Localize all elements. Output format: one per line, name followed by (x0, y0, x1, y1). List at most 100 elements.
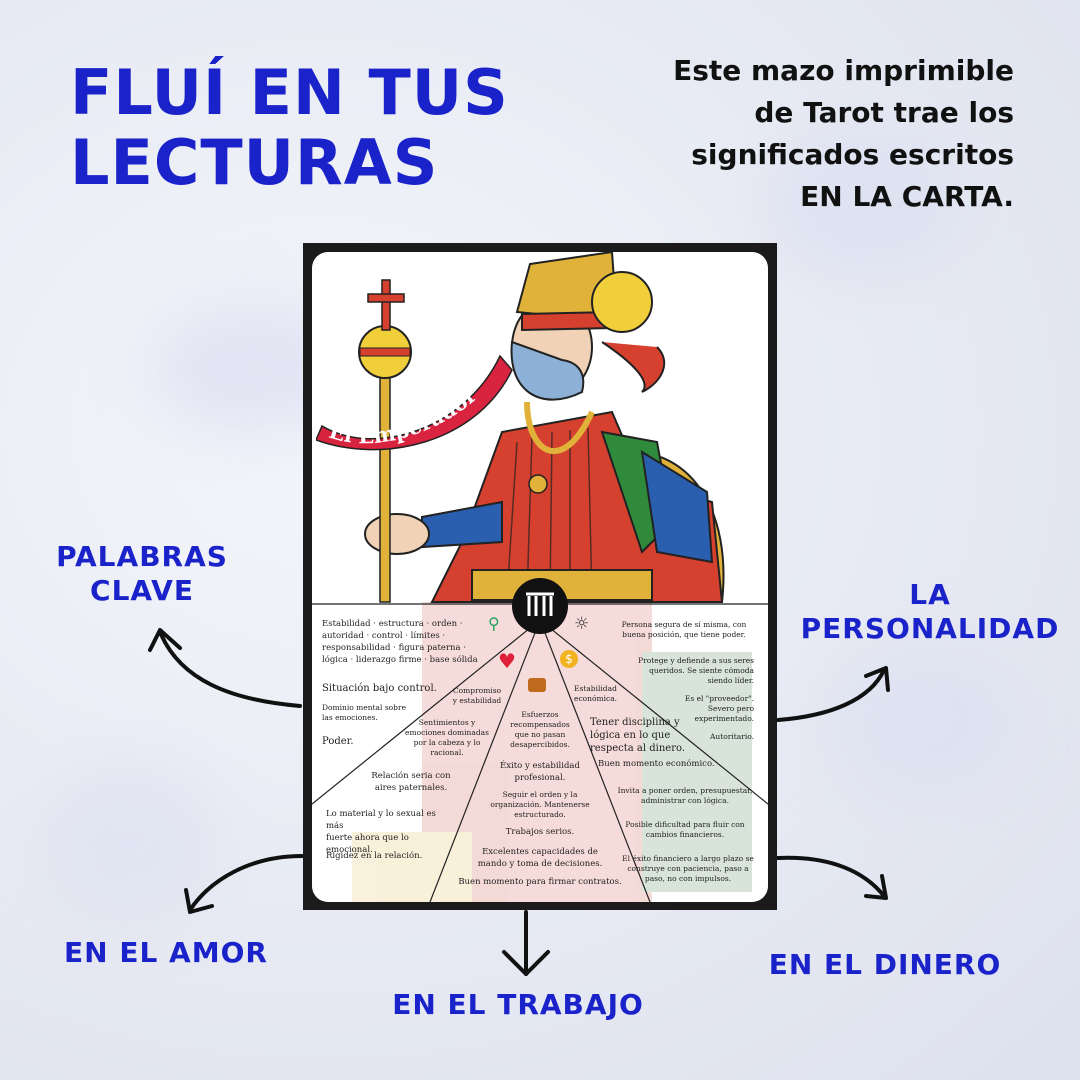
background-spot (820, 640, 1020, 800)
work-text: Esfuerzos recompensados que no pasan des… (502, 710, 578, 750)
personality-arrow (776, 668, 886, 722)
love-border-line (312, 619, 541, 805)
money-line: respecta al dinero. (590, 743, 686, 754)
work-arrowhead (502, 950, 550, 976)
tarot-card: El Emperador ⚲ ♥ $ ☼ Estabilidad · estru… (312, 252, 768, 902)
meanings-diagram (312, 578, 768, 902)
faded-detail (642, 652, 752, 892)
work-text: Seguir el orden y la organización. Mante… (480, 790, 600, 820)
keywords-summary: Poder. (322, 736, 354, 747)
keywords-summary-line: las emociones. (322, 713, 378, 722)
work-line: Éxito y estabilidad (500, 761, 580, 771)
keywords-arrowhead (148, 628, 182, 652)
love-line: Relación seria con (371, 771, 451, 781)
personality-text: Protege y defiende a sus seres queridos.… (612, 656, 754, 686)
love-label: EN EL AMOR (64, 936, 268, 969)
money-text: Posible dificultad para fluir con cambio… (612, 820, 758, 840)
hat-ribbon (601, 341, 666, 393)
love-line: Compromiso (452, 686, 502, 695)
gold-chain (524, 401, 595, 454)
keywords-magnifier-icon: ⚲ (488, 614, 500, 633)
keywords-label-line: PALABRAS (56, 540, 228, 573)
keywords-line: autoridad · control · límites · (322, 631, 446, 641)
keywords-summary: Dominio mental sobre las emociones. (322, 703, 422, 723)
love-text: Lo material y lo sexual es más fuerte ah… (326, 808, 456, 856)
personality-text: Persona segura de sí misma, con buena po… (608, 620, 760, 640)
personality-line: Es el "proveedor". (684, 694, 754, 703)
personality-line: buena posición, que tiene poder. (622, 630, 746, 639)
background-spot (40, 760, 220, 920)
work-line: que no pasan (514, 730, 566, 739)
love-line: fuerte ahora que lo emocional. (326, 833, 409, 855)
work-right-line (539, 619, 651, 902)
keywords-text: Estabilidad · estructura · orden · autor… (322, 618, 482, 666)
money-line: Posible dificultad para fluir con (625, 820, 745, 829)
love-line: y estabilidad (452, 696, 502, 705)
keywords-line: responsabilidad · figura paterna · (322, 643, 466, 653)
page-title: FLUÍ EN TUS LECTURAS (70, 58, 509, 198)
personality-line: siendo líder. (707, 676, 754, 685)
love-line: por la cabeza y lo (413, 738, 481, 747)
money-line: Estabilidad (574, 684, 617, 693)
keywords-label-line: CLAVE (90, 574, 194, 607)
money-line: lógica en lo que (590, 730, 671, 741)
work-label: EN EL TRABAJO (392, 988, 644, 1021)
love-line: racional. (430, 748, 464, 757)
work-line: Excelentes capacidades de (482, 847, 598, 857)
love-line: Sentimientos y (418, 718, 476, 727)
keywords-label: PALABRAS CLAVE (52, 540, 232, 608)
love-arrow (188, 854, 304, 912)
background-spot (760, 130, 960, 280)
personality-line: Severo pero (707, 704, 754, 713)
love-arrowhead (184, 888, 214, 914)
money-arrowhead (864, 874, 888, 900)
personality-label-line: LA (909, 578, 951, 611)
halo (591, 271, 653, 333)
medallion (528, 474, 548, 494)
money-line: construye con paciencia, paso a (627, 864, 749, 873)
personality-line: Persona segura de sí misma, con (621, 620, 747, 629)
work-line: recompensados (510, 720, 570, 729)
beard (510, 340, 585, 401)
title-line: LECTURAS (70, 126, 439, 199)
money-line: económica. (574, 694, 618, 703)
intro-line: Este mazo imprimible (673, 54, 1014, 87)
work-text: Buen momento para firmar contratos. (458, 877, 622, 887)
money-line: El éxito financiero a largo plazo se (622, 854, 754, 863)
money-text: Estabilidad económica. (574, 684, 644, 704)
money-border-line (539, 619, 768, 805)
personality-text: Es el "proveedor". Severo pero experimen… (652, 694, 754, 724)
keywords-line: lógica · liderazgo firme · base sólida (322, 655, 478, 665)
keywords-summary-line: Dominio mental sobre (322, 703, 407, 712)
coin-icon: $ (560, 650, 578, 668)
money-line: administrar con lógica. (640, 796, 729, 805)
keywords-summary: Situación bajo control. (322, 683, 437, 694)
intro-line: EN LA CARTA. (800, 180, 1014, 213)
love-text: Relación seria con aires paternales. (356, 770, 466, 794)
personality-line: queridos. Se siente cómoda (649, 666, 754, 675)
personality-label: LA PERSONALIDAD (800, 578, 1060, 646)
meditation-icon: ☼ (574, 614, 590, 634)
love-line: Lo material y lo sexual es más (326, 809, 436, 831)
title-line: FLUÍ EN TUS (70, 56, 509, 129)
work-line: profesional. (514, 773, 566, 783)
money-line: Tener disciplina y (590, 717, 680, 728)
work-left-line (429, 619, 541, 902)
intro-line: de Tarot trae los (754, 96, 1014, 129)
work-line: mando y toma de decisiones. (477, 859, 603, 869)
work-text: Éxito y estabilidad profesional. (490, 760, 590, 784)
money-label: EN EL DINERO (768, 948, 1002, 981)
personality-text: Autoritario. (710, 732, 754, 741)
scepter-cross (381, 279, 391, 331)
work-line: estructurado. (514, 810, 566, 819)
love-text: Sentimientos y emociones dominadas por l… (404, 718, 490, 758)
personality-line: experimentado. (694, 714, 754, 723)
work-text: Excelentes capacidades de mando y toma d… (460, 846, 620, 870)
keywords-line: Estabilidad · estructura · orden · (322, 619, 463, 629)
name-banner: El Emperador (316, 354, 513, 451)
briefcase-icon (528, 678, 546, 692)
keywords-arrow (158, 630, 302, 708)
heart-icon: ♥ (498, 649, 516, 673)
personality-label-line: PERSONALIDAD (800, 612, 1060, 645)
